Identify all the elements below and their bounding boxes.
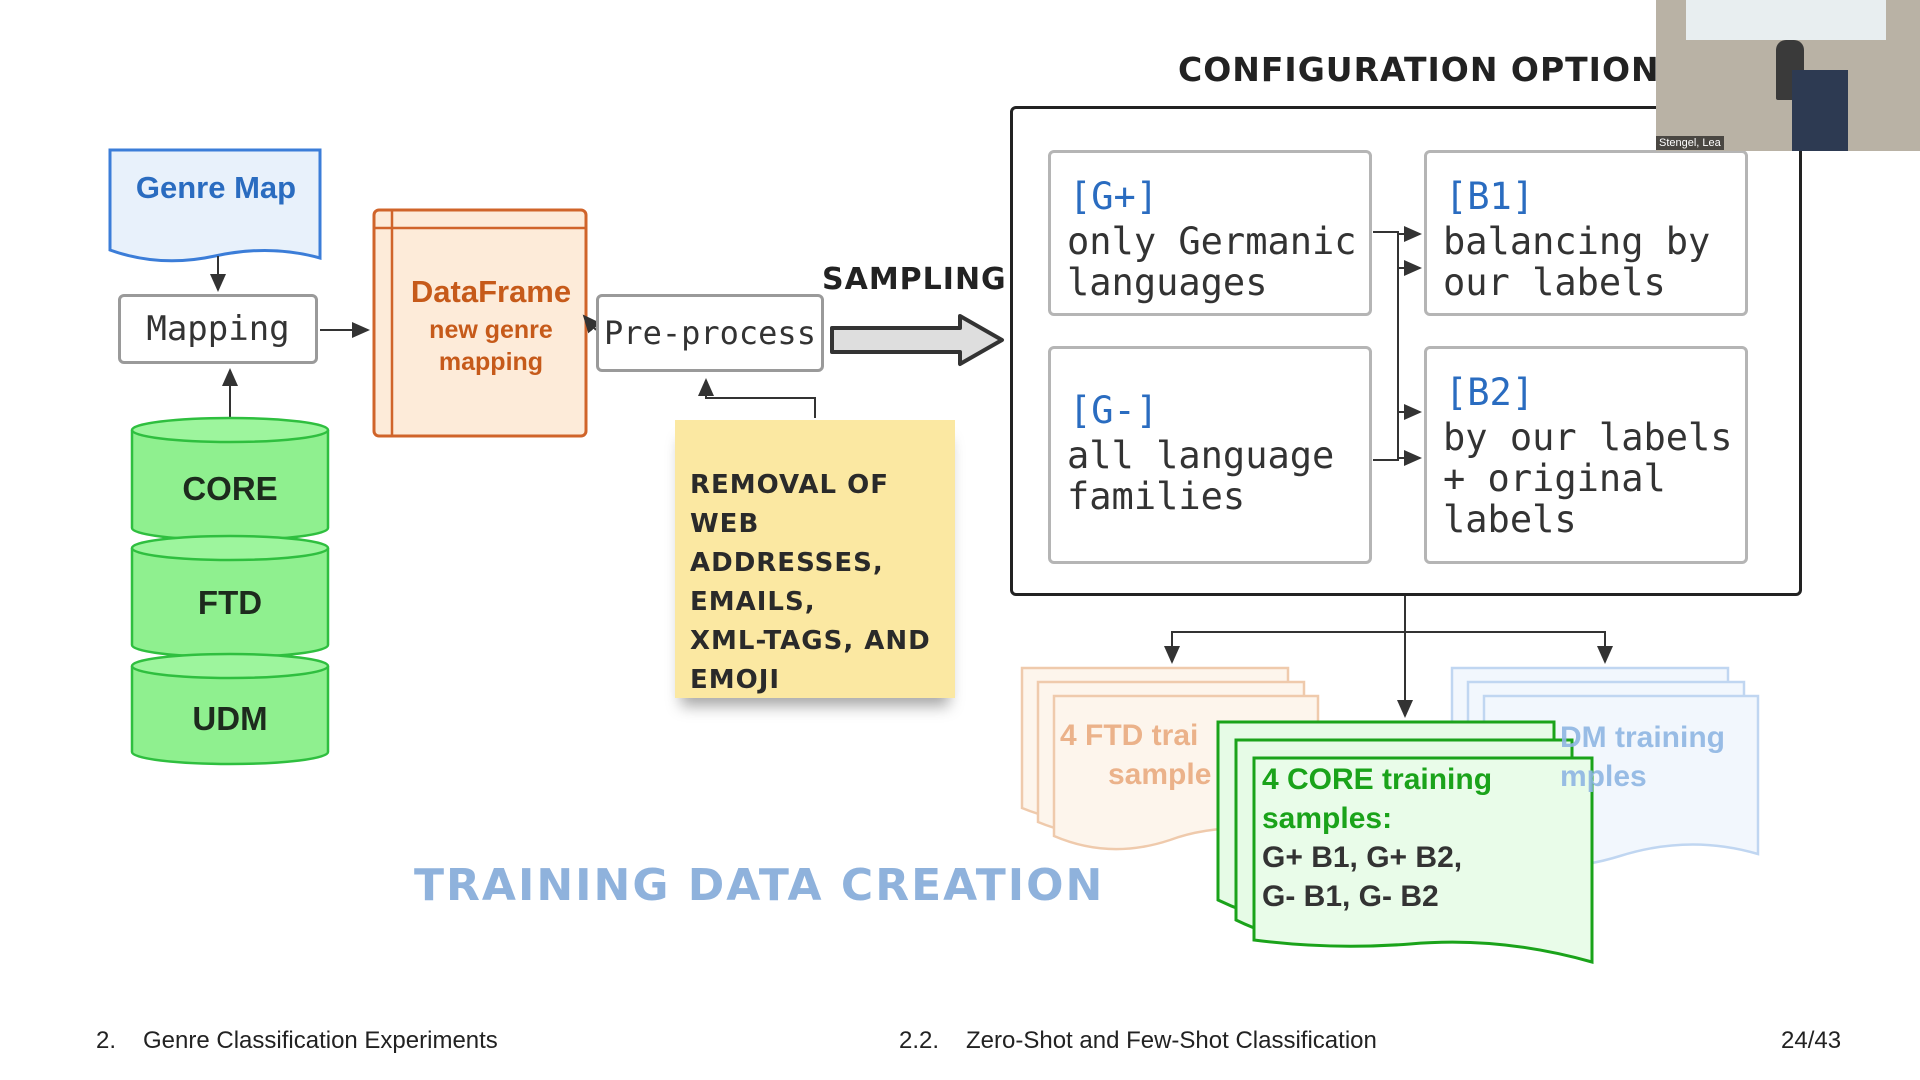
- footer-subsection-title: Zero-Shot and Few-Shot Classification: [966, 1027, 1377, 1054]
- option-b1-text: balancing by our labels: [1443, 220, 1711, 304]
- arrow-note-preprocess: [698, 378, 816, 418]
- option-b1-code: [B1]: [1445, 175, 1535, 218]
- footer-subsection-number: 2.2.: [899, 1027, 940, 1054]
- option-b2-text: by our labels + original labels: [1443, 416, 1733, 541]
- webcam-projection-screen: [1686, 0, 1886, 40]
- training-data-title: TRAINING DATA CREATION: [414, 860, 1105, 911]
- genre-map-title: Genre Map: [135, 170, 297, 205]
- sampling-arrow: [830, 314, 1004, 366]
- ftd-samples-line1: 4 FTD trai: [1060, 719, 1199, 752]
- core-samples-line3: G+ B1, G+ B2,: [1262, 841, 1463, 874]
- sticky-note: [675, 420, 955, 698]
- footer-section-title: Genre Classification Experiments: [143, 1027, 498, 1054]
- ftd-samples-label: 4 FTD trai sample: [1060, 716, 1211, 794]
- option-g-plus-text: only Germanic languages: [1067, 220, 1357, 304]
- database-udm-label: UDM: [192, 700, 268, 737]
- footer-page-number: 24/43: [1781, 1027, 1842, 1054]
- config-title: CONFIGURATION OPTIONS: [1178, 50, 1685, 89]
- preprocess-box: Pre-process: [596, 294, 824, 372]
- core-samples-line4: G- B1, G- B2: [1262, 880, 1439, 913]
- database-core-label: CORE: [182, 470, 278, 507]
- sampling-label: SAMPLING: [822, 262, 1007, 297]
- arrow-config-udm: [1405, 631, 1613, 664]
- option-b2: [B2] by our labels + original labels: [1424, 346, 1748, 564]
- udm-samples-line2: mples: [1560, 760, 1647, 793]
- arrow-config-ftd: [1164, 596, 1406, 664]
- udm-samples-label: DM training mples: [1560, 718, 1725, 796]
- option-g-minus-text: all language families: [1067, 434, 1335, 518]
- option-b2-code: [B2]: [1445, 371, 1535, 414]
- udm-samples-line1: DM training: [1560, 721, 1725, 754]
- option-g-minus-code: [G-]: [1069, 389, 1159, 432]
- note-line: XML-TAGS, AND: [690, 626, 931, 656]
- ftd-samples-line2: sample: [1108, 758, 1212, 791]
- webcam-podium: [1792, 70, 1848, 151]
- webcam-name-label: Stengel, Lea: [1656, 136, 1724, 150]
- option-b1: [B1] balancing by our labels: [1424, 150, 1748, 316]
- note-line: ADDRESSES,: [690, 548, 884, 578]
- note-line: EMAILS,: [690, 587, 816, 617]
- arrow-preprocess-dataframe: [582, 314, 601, 334]
- note-line: EMOJI: [690, 665, 781, 695]
- sticky-note-text: REMOVAL OF WEB ADDRESSES, EMAILS, XML-TA…: [690, 466, 950, 700]
- footer-section-number: 2.: [96, 1027, 117, 1054]
- database-udm-cylinder: [130, 652, 330, 766]
- core-samples-line1: 4 CORE training: [1262, 763, 1493, 796]
- webcam-video: [1656, 0, 1920, 151]
- dataframe-title: DataFrame: [410, 274, 572, 309]
- core-samples-stack: [1216, 720, 1594, 964]
- dataframe-subtitle-line1: new genre: [429, 316, 553, 344]
- genre-map-document-shape: [108, 148, 322, 263]
- database-ftd-label: FTD: [197, 584, 263, 621]
- database-core-cylinder: [130, 416, 330, 542]
- dataframe-subtitle-line2: mapping: [438, 348, 544, 376]
- option-g-plus: [G+] only Germanic languages: [1048, 150, 1372, 316]
- mapping-box: Mapping: [118, 294, 318, 364]
- core-samples-label: 4 CORE training samples: G+ B1, G+ B2, G…: [1262, 760, 1492, 916]
- note-line: REMOVAL OF WEB: [690, 470, 890, 539]
- option-g-plus-code: [G+]: [1069, 175, 1159, 218]
- core-samples-line2: samples:: [1262, 802, 1393, 835]
- option-g-minus: [G-] all language families: [1048, 346, 1372, 564]
- dataframe-subtitle: new genre mapping: [374, 314, 608, 378]
